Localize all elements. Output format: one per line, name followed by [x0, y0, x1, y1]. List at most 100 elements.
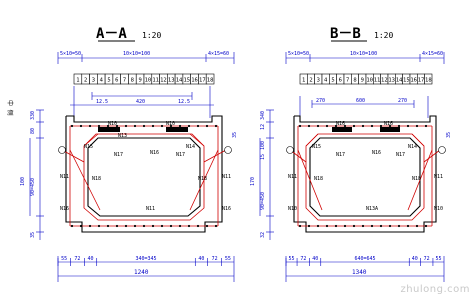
bar-number-cell: 7 [120, 73, 129, 85]
rebar-dot [178, 224, 182, 228]
bar-number: 5 [107, 78, 110, 84]
bar-number-cell: 2 [81, 73, 90, 85]
bar-number-cell: 15 [402, 73, 411, 85]
bar-number: 6 [339, 78, 342, 84]
section-b-top-dim: 5×10=50 [288, 51, 309, 57]
bottom-dim: 40 [88, 256, 94, 262]
bar-number: 12 [381, 78, 388, 84]
rebar-label: N11 [146, 206, 155, 212]
bar-number: 9 [361, 78, 364, 84]
section-b-inner-dim: 270 [398, 98, 407, 104]
section-b-total-width: 1340 [352, 269, 367, 276]
rebar-dot [196, 224, 200, 228]
rebar-dot [169, 224, 173, 228]
bar-number-cell: 11 [373, 73, 381, 85]
bar-number: 3 [317, 78, 320, 84]
rebar-dot [316, 124, 320, 128]
bar-number-cell: 13 [167, 73, 176, 85]
rebar-dot [133, 224, 137, 228]
rebar-dot [388, 224, 392, 228]
section-a-inner-dim: 12.5 [96, 99, 108, 105]
rebar-label: N16 [372, 150, 381, 156]
bar-number: 14 [396, 78, 403, 84]
bar-number-cell: 1 [299, 73, 308, 85]
rebar-dot [97, 124, 101, 128]
bar-number-cell: 5 [104, 73, 114, 85]
rebar-dot [406, 224, 410, 228]
rebar-dot [352, 224, 356, 228]
rebar-dot [397, 224, 401, 228]
section-a-top-dim: 4×15=60 [208, 51, 229, 57]
bar-number-cell: 17 [417, 73, 425, 85]
rebar-dot [187, 224, 191, 228]
rebar-dot [106, 124, 110, 128]
rebar-dot [214, 124, 218, 128]
rebar-dot [388, 124, 392, 128]
rebar-dot [70, 224, 74, 228]
rebar-dot [214, 224, 218, 228]
section-a-left-dim: 100 [20, 177, 26, 186]
section-b-title: B－B [330, 26, 361, 42]
bar-number: 8 [353, 78, 356, 84]
bar-number: 18 [425, 78, 432, 84]
rebar-label: N15 [312, 144, 321, 150]
section-b-top-dim: 4×15=60 [422, 51, 443, 57]
bar-number-cell: 9 [135, 73, 145, 85]
bar-number: 12 [160, 78, 167, 84]
rebar-dot [205, 224, 209, 228]
side-text: 中 侧 [6, 100, 14, 116]
section-a-left-dim: 35 [30, 232, 36, 238]
bottom-dim: 72 [212, 256, 218, 262]
bar-number: 3 [92, 78, 95, 84]
bar-number-cell: 14 [395, 73, 403, 85]
rebar-label: N17 [396, 152, 405, 158]
rebar-dot [415, 224, 419, 228]
section-b-left-dim: 32 [260, 232, 266, 238]
bar-number-cell: 15 [182, 73, 191, 85]
bar-number: 18 [207, 78, 214, 84]
rebar-dot [298, 124, 302, 128]
rebar-label: N10 [434, 206, 443, 212]
bar-number: 17 [199, 78, 206, 84]
rebar-label: N17 [176, 152, 185, 158]
bar-number-cell: 13 [387, 73, 396, 85]
bar-number: 13 [388, 78, 395, 84]
section-a-inner-dim: 420 [136, 99, 145, 105]
bar-number: 6 [115, 78, 118, 84]
rebar-dot [370, 224, 374, 228]
bar-number: 15 [183, 78, 190, 84]
bar-number-cell: 1 [73, 73, 83, 85]
bottom-dim: 55 [61, 256, 67, 262]
marker-circle [438, 146, 446, 154]
section-b-rebar [289, 125, 441, 227]
rebar-dot [160, 224, 164, 228]
section-a-concrete-outline [65, 115, 223, 233]
bar-number-cell: 7 [343, 73, 352, 85]
rebar-label: N14 [186, 144, 195, 150]
bar-number: 7 [346, 78, 349, 84]
rebar-dot [169, 124, 173, 128]
rebar-dot [352, 124, 356, 128]
bar-number: 14 [176, 78, 183, 84]
section-b-labels: N16 N16 N17 N16 N17 N15 N14 N11 N11 N10 … [288, 121, 443, 212]
bar-number-cell: 16 [190, 73, 199, 85]
rebar-dot [379, 124, 383, 128]
rebar-dot [334, 224, 338, 228]
rebar-dot [424, 124, 428, 128]
bar-number: 4 [324, 78, 328, 84]
rebar-dot [187, 124, 191, 128]
rebar-dot [343, 224, 347, 228]
rebar-label: N16 [336, 121, 345, 127]
rebar-dot [325, 224, 329, 228]
section-b-left-dim: 340 [260, 111, 266, 120]
section-a-top-dim: 10×10=100 [123, 51, 150, 57]
rebar-dot [334, 124, 338, 128]
rebar-label: N10 [108, 121, 117, 127]
rebar-dot [361, 224, 365, 228]
section-b-left-dim: 170 [250, 177, 256, 186]
bar-number: 13 [168, 78, 175, 84]
rebar-dot [151, 224, 155, 228]
bar-number-cell: 4 [321, 73, 330, 85]
